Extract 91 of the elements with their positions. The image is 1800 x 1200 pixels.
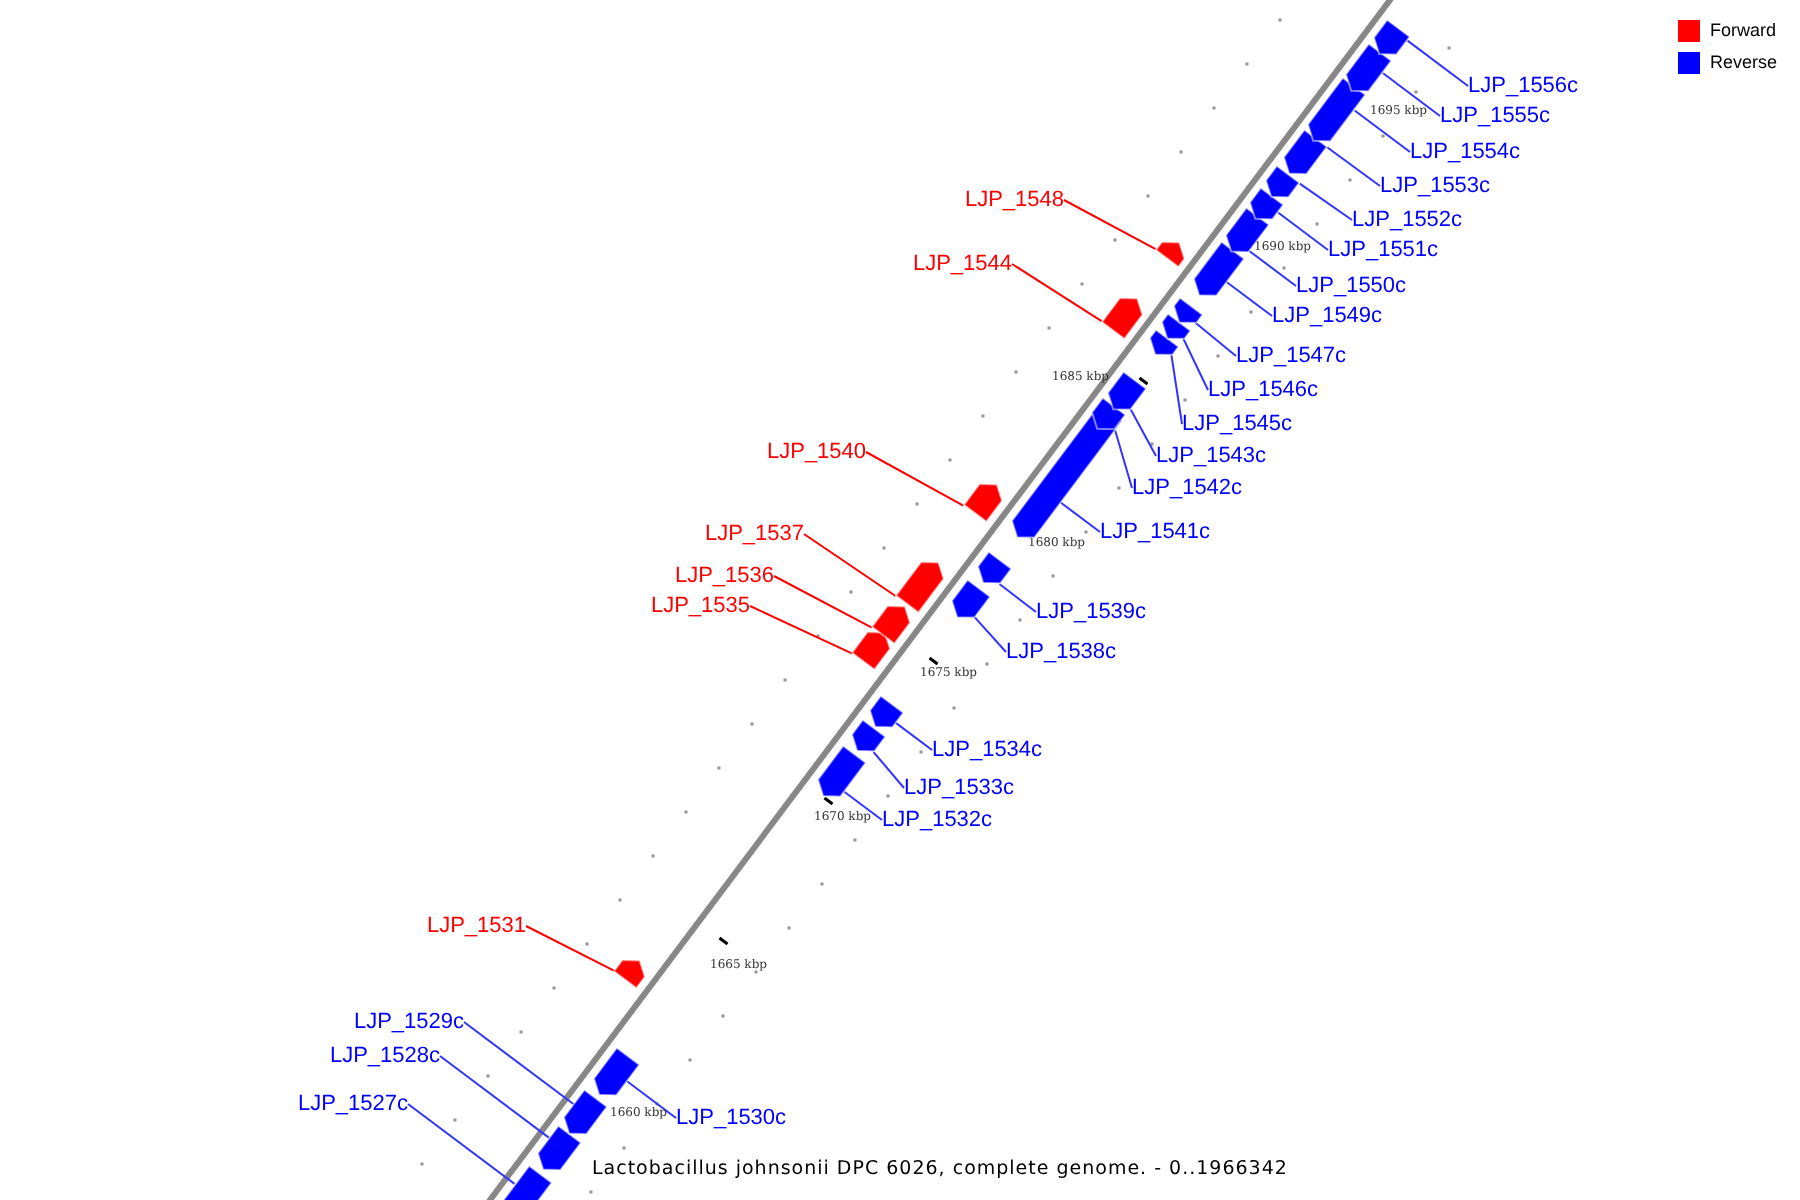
gene-block (1155, 241, 1184, 266)
gene-block (1193, 241, 1244, 296)
gene-label: LJP_1547c (1236, 343, 1347, 369)
gene-label: LJP_1552c (1352, 207, 1463, 233)
leader-line (1248, 249, 1297, 287)
leader-line (1353, 109, 1411, 153)
gene-block (963, 484, 1002, 523)
gene-block (851, 720, 885, 752)
gene-block (895, 562, 944, 613)
gene-block (1308, 78, 1366, 142)
gene-label: LJP_1532c (882, 807, 993, 833)
gene-block (1173, 298, 1202, 323)
gene-block (1161, 314, 1190, 339)
leader-line (842, 790, 883, 821)
gene-block (1149, 330, 1178, 355)
gene-label: LJP_1530c (676, 1105, 787, 1131)
legend-label: Reverse (1710, 50, 1778, 76)
leader-line (439, 1055, 551, 1139)
gene-label: LJP_1528c (329, 1043, 440, 1069)
leader-line (625, 1080, 677, 1119)
leader-line (1129, 408, 1157, 457)
leader-line (1277, 211, 1329, 251)
gene-label: LJP_1551c (1328, 237, 1439, 263)
leader-line (1225, 280, 1273, 317)
gene-label: LJP_1556c (1468, 73, 1579, 99)
leader-line (865, 451, 965, 507)
leader-line (1194, 321, 1237, 357)
leader-line (1298, 182, 1353, 221)
leader-line (1011, 263, 1103, 323)
gene-label: LJP_1529c (353, 1009, 464, 1035)
leader-line (1406, 39, 1469, 87)
gene-label: LJP_1550c (1296, 273, 1407, 299)
gene-label: LJP_1554c (1410, 139, 1521, 165)
gene-block (614, 959, 646, 988)
gene-block (1108, 371, 1147, 410)
gene-label: LJP_1539c (1036, 599, 1147, 625)
gene-label: LJP_1549c (1272, 303, 1383, 329)
gene-label: LJP_1535 (650, 593, 750, 619)
gene-label: LJP_1555c (1440, 103, 1551, 129)
leader-line (973, 616, 1007, 653)
leader-line (749, 605, 854, 655)
gene-block (1101, 297, 1142, 338)
gene-block (818, 745, 866, 796)
gene-label: LJP_1527c (297, 1091, 408, 1117)
leader-line (894, 721, 933, 751)
gene-block (537, 1126, 581, 1171)
leader-line (803, 533, 897, 597)
gene-label: LJP_1543c (1156, 443, 1267, 469)
gene-label: LJP_1537 (704, 521, 804, 547)
gene-block (1092, 398, 1126, 430)
gene-label: LJP_1546c (1208, 377, 1319, 403)
gene-block (1374, 19, 1411, 54)
gene-label: LJP_1540 (766, 439, 866, 465)
gene-block (952, 579, 991, 618)
gene-label: LJP_1548 (964, 187, 1064, 213)
gene-label: LJP_1545c (1182, 411, 1293, 437)
leader-line (998, 583, 1037, 613)
gene-label: LJP_1542c (1132, 475, 1243, 501)
leader-line (1114, 429, 1133, 489)
gene-block (852, 632, 891, 671)
gene-block (977, 552, 1011, 584)
gene-label: LJP_1536 (674, 563, 774, 589)
gene-block (1250, 188, 1284, 220)
gene-block (503, 1165, 551, 1200)
leader-line (1059, 501, 1101, 533)
gene-label: LJP_1541c (1100, 519, 1211, 545)
gene-label: LJP_1533c (904, 775, 1015, 801)
gene-label: LJP_1531 (426, 913, 526, 939)
gene-block (564, 1090, 608, 1135)
leader-line (525, 925, 616, 972)
leader-line (1326, 146, 1381, 187)
gene-label: LJP_1534c (932, 737, 1043, 763)
legend-label: Forward (1710, 18, 1777, 44)
gene-label: LJP_1553c (1380, 173, 1491, 199)
leader-line (1063, 199, 1157, 251)
gene-block (1266, 166, 1300, 198)
leader-line (407, 1103, 516, 1185)
gene-block (1284, 130, 1328, 175)
gene-label: LJP_1538c (1006, 639, 1117, 665)
gene-block (1346, 44, 1392, 92)
leader-line (1182, 337, 1209, 391)
gene-block (871, 606, 910, 645)
leader-line (463, 1021, 576, 1106)
leader-line (1170, 353, 1183, 425)
leader-line (1381, 72, 1441, 117)
leader-line (773, 575, 873, 629)
gene-block (593, 1048, 639, 1096)
leader-line (872, 751, 905, 789)
gene-label: LJP_1544 (912, 251, 1012, 277)
gene-block (869, 696, 903, 728)
caption: Lactobacillus johnsonii DPC 6026, complete genome. - 0..1966342 (592, 1156, 1288, 1182)
